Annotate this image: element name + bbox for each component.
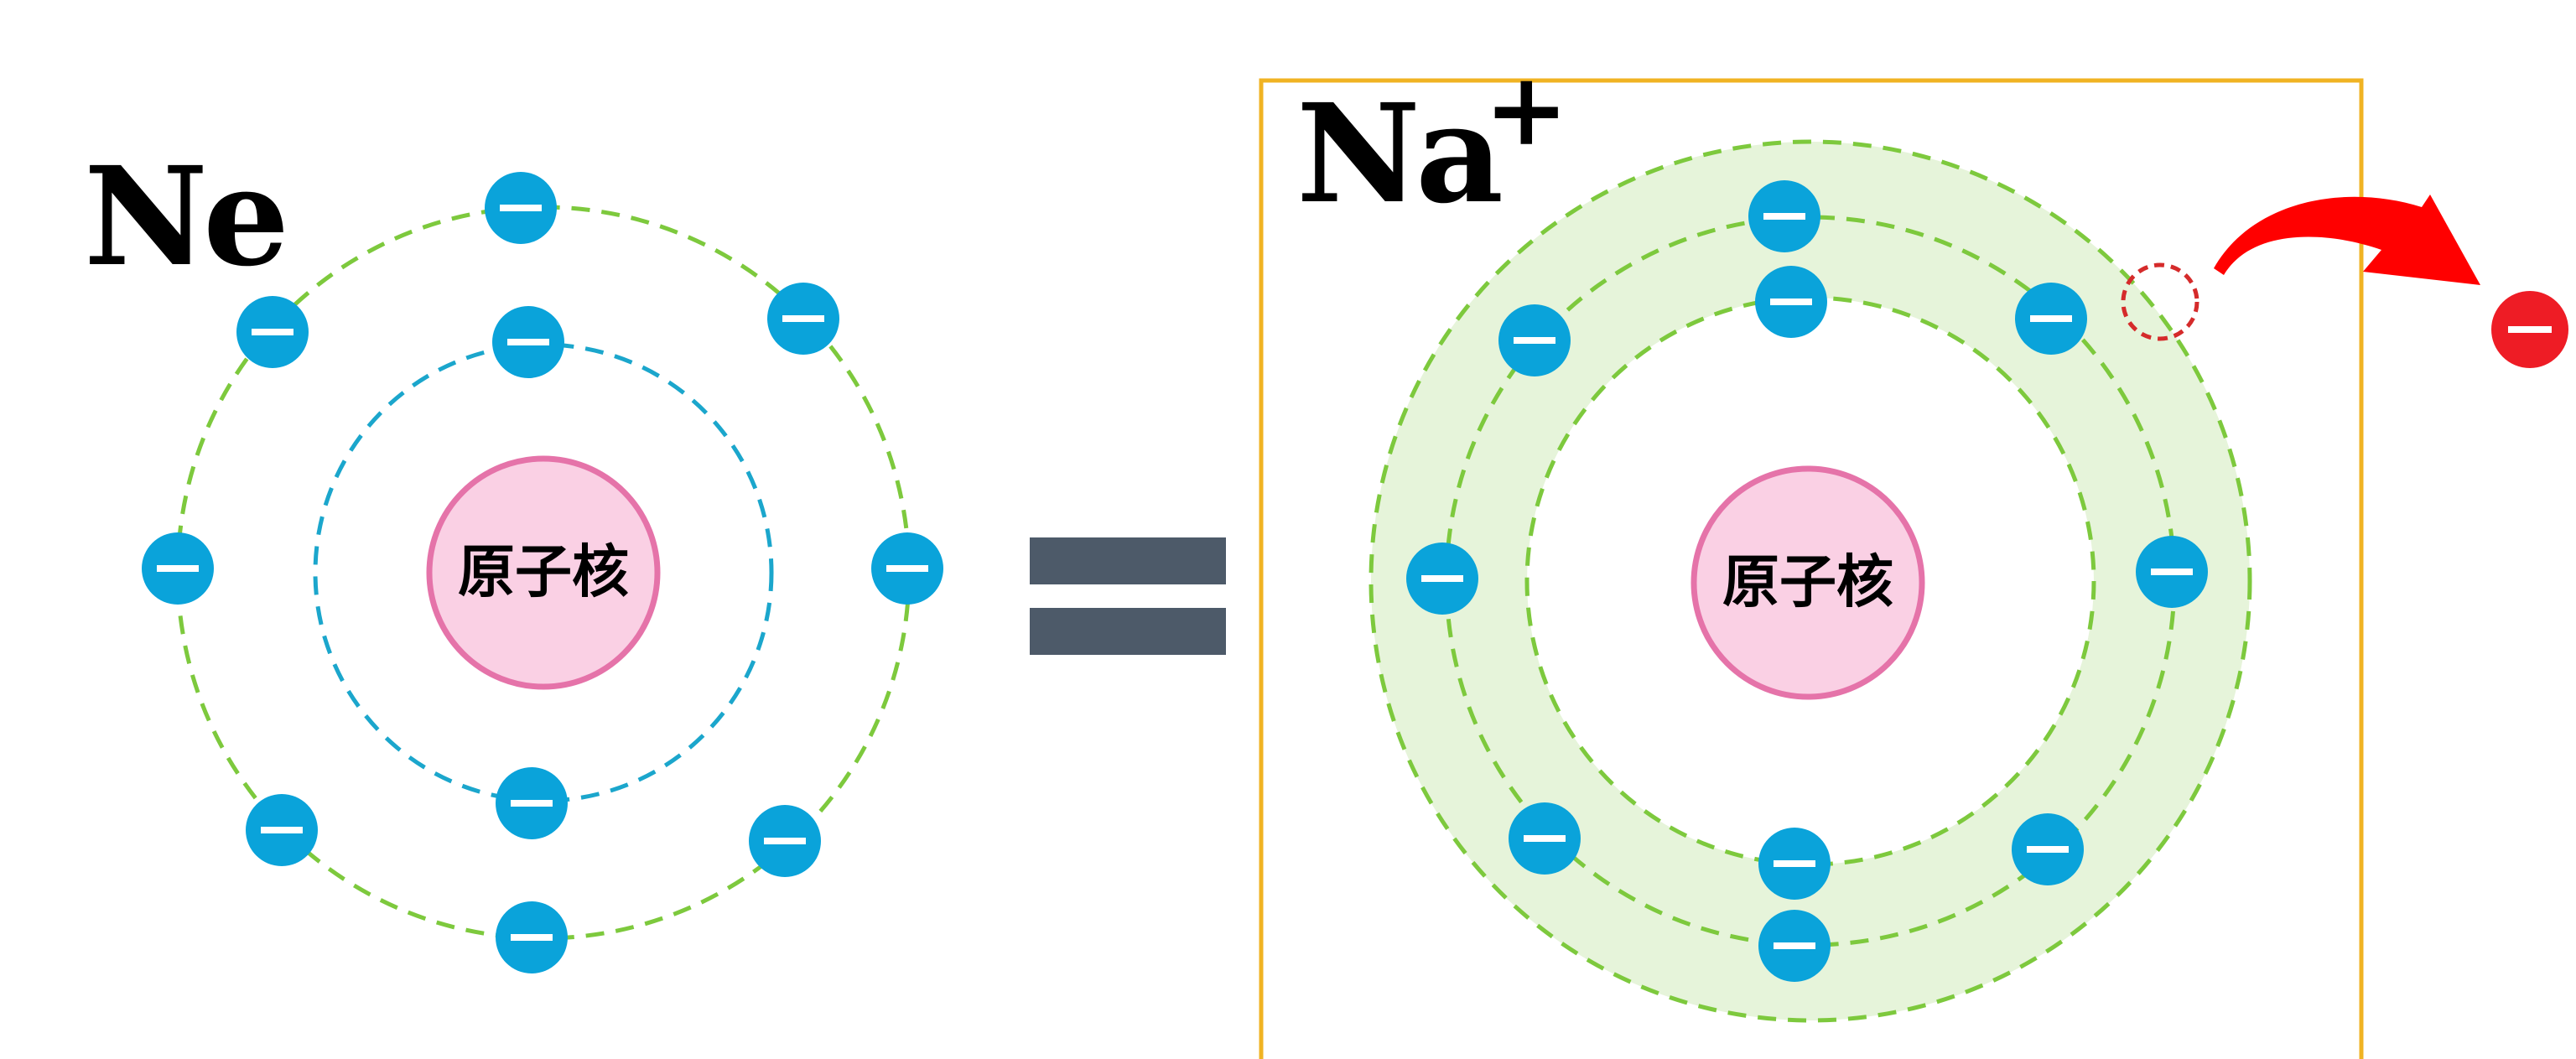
na-electron — [1755, 266, 1827, 338]
na-nucleus: 原子核 — [1690, 465, 1925, 700]
ne-electron — [749, 805, 821, 877]
ne-electron — [236, 296, 309, 368]
ne-electron — [871, 532, 943, 605]
na-shell-band — [1371, 142, 2250, 1020]
na-ion: 原子核 Na + — [1259, 50, 2364, 1059]
na-electron — [2015, 283, 2087, 355]
na-electron — [1498, 304, 1571, 376]
removed-electron — [2491, 291, 2568, 368]
na-electron — [2012, 813, 2084, 885]
equals-sign — [1030, 537, 1226, 655]
na-lost-shell — [1368, 139, 2252, 1023]
na-electron — [2136, 536, 2208, 608]
na-electron — [1758, 828, 1831, 900]
na-electron — [1406, 542, 1478, 615]
electron-removal-arrow — [2214, 195, 2480, 285]
ne-electron — [767, 283, 839, 355]
ne-atom: 原子核 Ne — [84, 138, 943, 973]
na-nucleus-label: 原子核 — [1722, 550, 1893, 616]
ne-electron — [492, 306, 564, 378]
na-ion-box — [1259, 78, 2364, 1059]
ne-electron — [496, 767, 568, 839]
ne-electron — [496, 901, 568, 973]
ne-electron — [246, 794, 318, 866]
ne-symbol: Ne — [84, 138, 284, 297]
electron-vacancy — [2121, 262, 2199, 341]
na-electron — [1748, 180, 1820, 252]
ne-nucleus-label: 原子核 — [458, 540, 629, 606]
ne-nucleus: 原子核 — [426, 455, 661, 690]
ne-electron — [142, 532, 214, 605]
na-charge: + — [1484, 50, 1569, 169]
ne-electron — [485, 172, 557, 244]
removed-electron-minus-icon — [2508, 326, 2552, 333]
na-electron — [1758, 910, 1831, 982]
na-electron — [1509, 802, 1581, 875]
na-symbol: Na — [1296, 75, 1501, 234]
